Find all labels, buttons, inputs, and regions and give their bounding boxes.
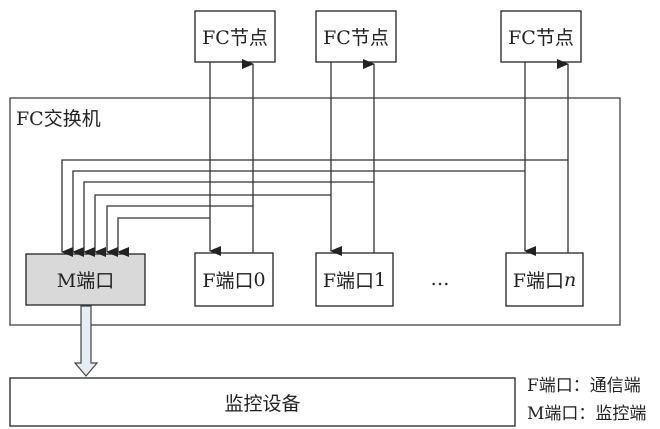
mirror-tap-2	[72, 170, 525, 257]
ellipsis: …	[430, 268, 450, 290]
monitor-label: 监控设备	[224, 392, 301, 415]
mirror-tap-3	[83, 181, 374, 257]
fc-node-box-2	[315, 10, 397, 63]
f-port-box-1	[315, 252, 394, 307]
f-port-box-0	[194, 252, 274, 307]
fc-node-label-2: FC节点	[323, 27, 389, 49]
fc-switch-box	[9, 97, 621, 326]
fc-node-label-1: FC节点	[202, 27, 268, 49]
mirror-tap-5	[106, 205, 253, 257]
mirror-tap-4	[94, 194, 331, 257]
legend-m-port: M端口：监控端	[527, 404, 647, 424]
mirror-tap-6	[117, 217, 210, 257]
fc-node-box-1	[194, 10, 276, 63]
f-port-prefix-1: F端口	[322, 270, 375, 292]
fc-node-label-3: FC节点	[508, 27, 574, 49]
m-port-label: M端口	[56, 270, 115, 292]
monitor-box	[9, 377, 516, 427]
f-port-index-0: 0	[253, 268, 266, 291]
fc-node-box-3	[500, 10, 582, 63]
monitor-arrow	[73, 305, 99, 377]
f-port-index-n: n	[563, 268, 577, 291]
f-port-prefix-0: F端口	[202, 270, 254, 292]
legend-f-port: F端口：通信端	[527, 376, 641, 396]
switch-label: FC交换机	[16, 107, 101, 130]
f-port-prefix-n: F端口	[512, 270, 564, 292]
f-port-box-n	[505, 252, 584, 307]
mirror-tap-1	[61, 159, 568, 257]
m-port-box	[25, 253, 146, 306]
f-port-index-1: 1	[374, 268, 387, 291]
